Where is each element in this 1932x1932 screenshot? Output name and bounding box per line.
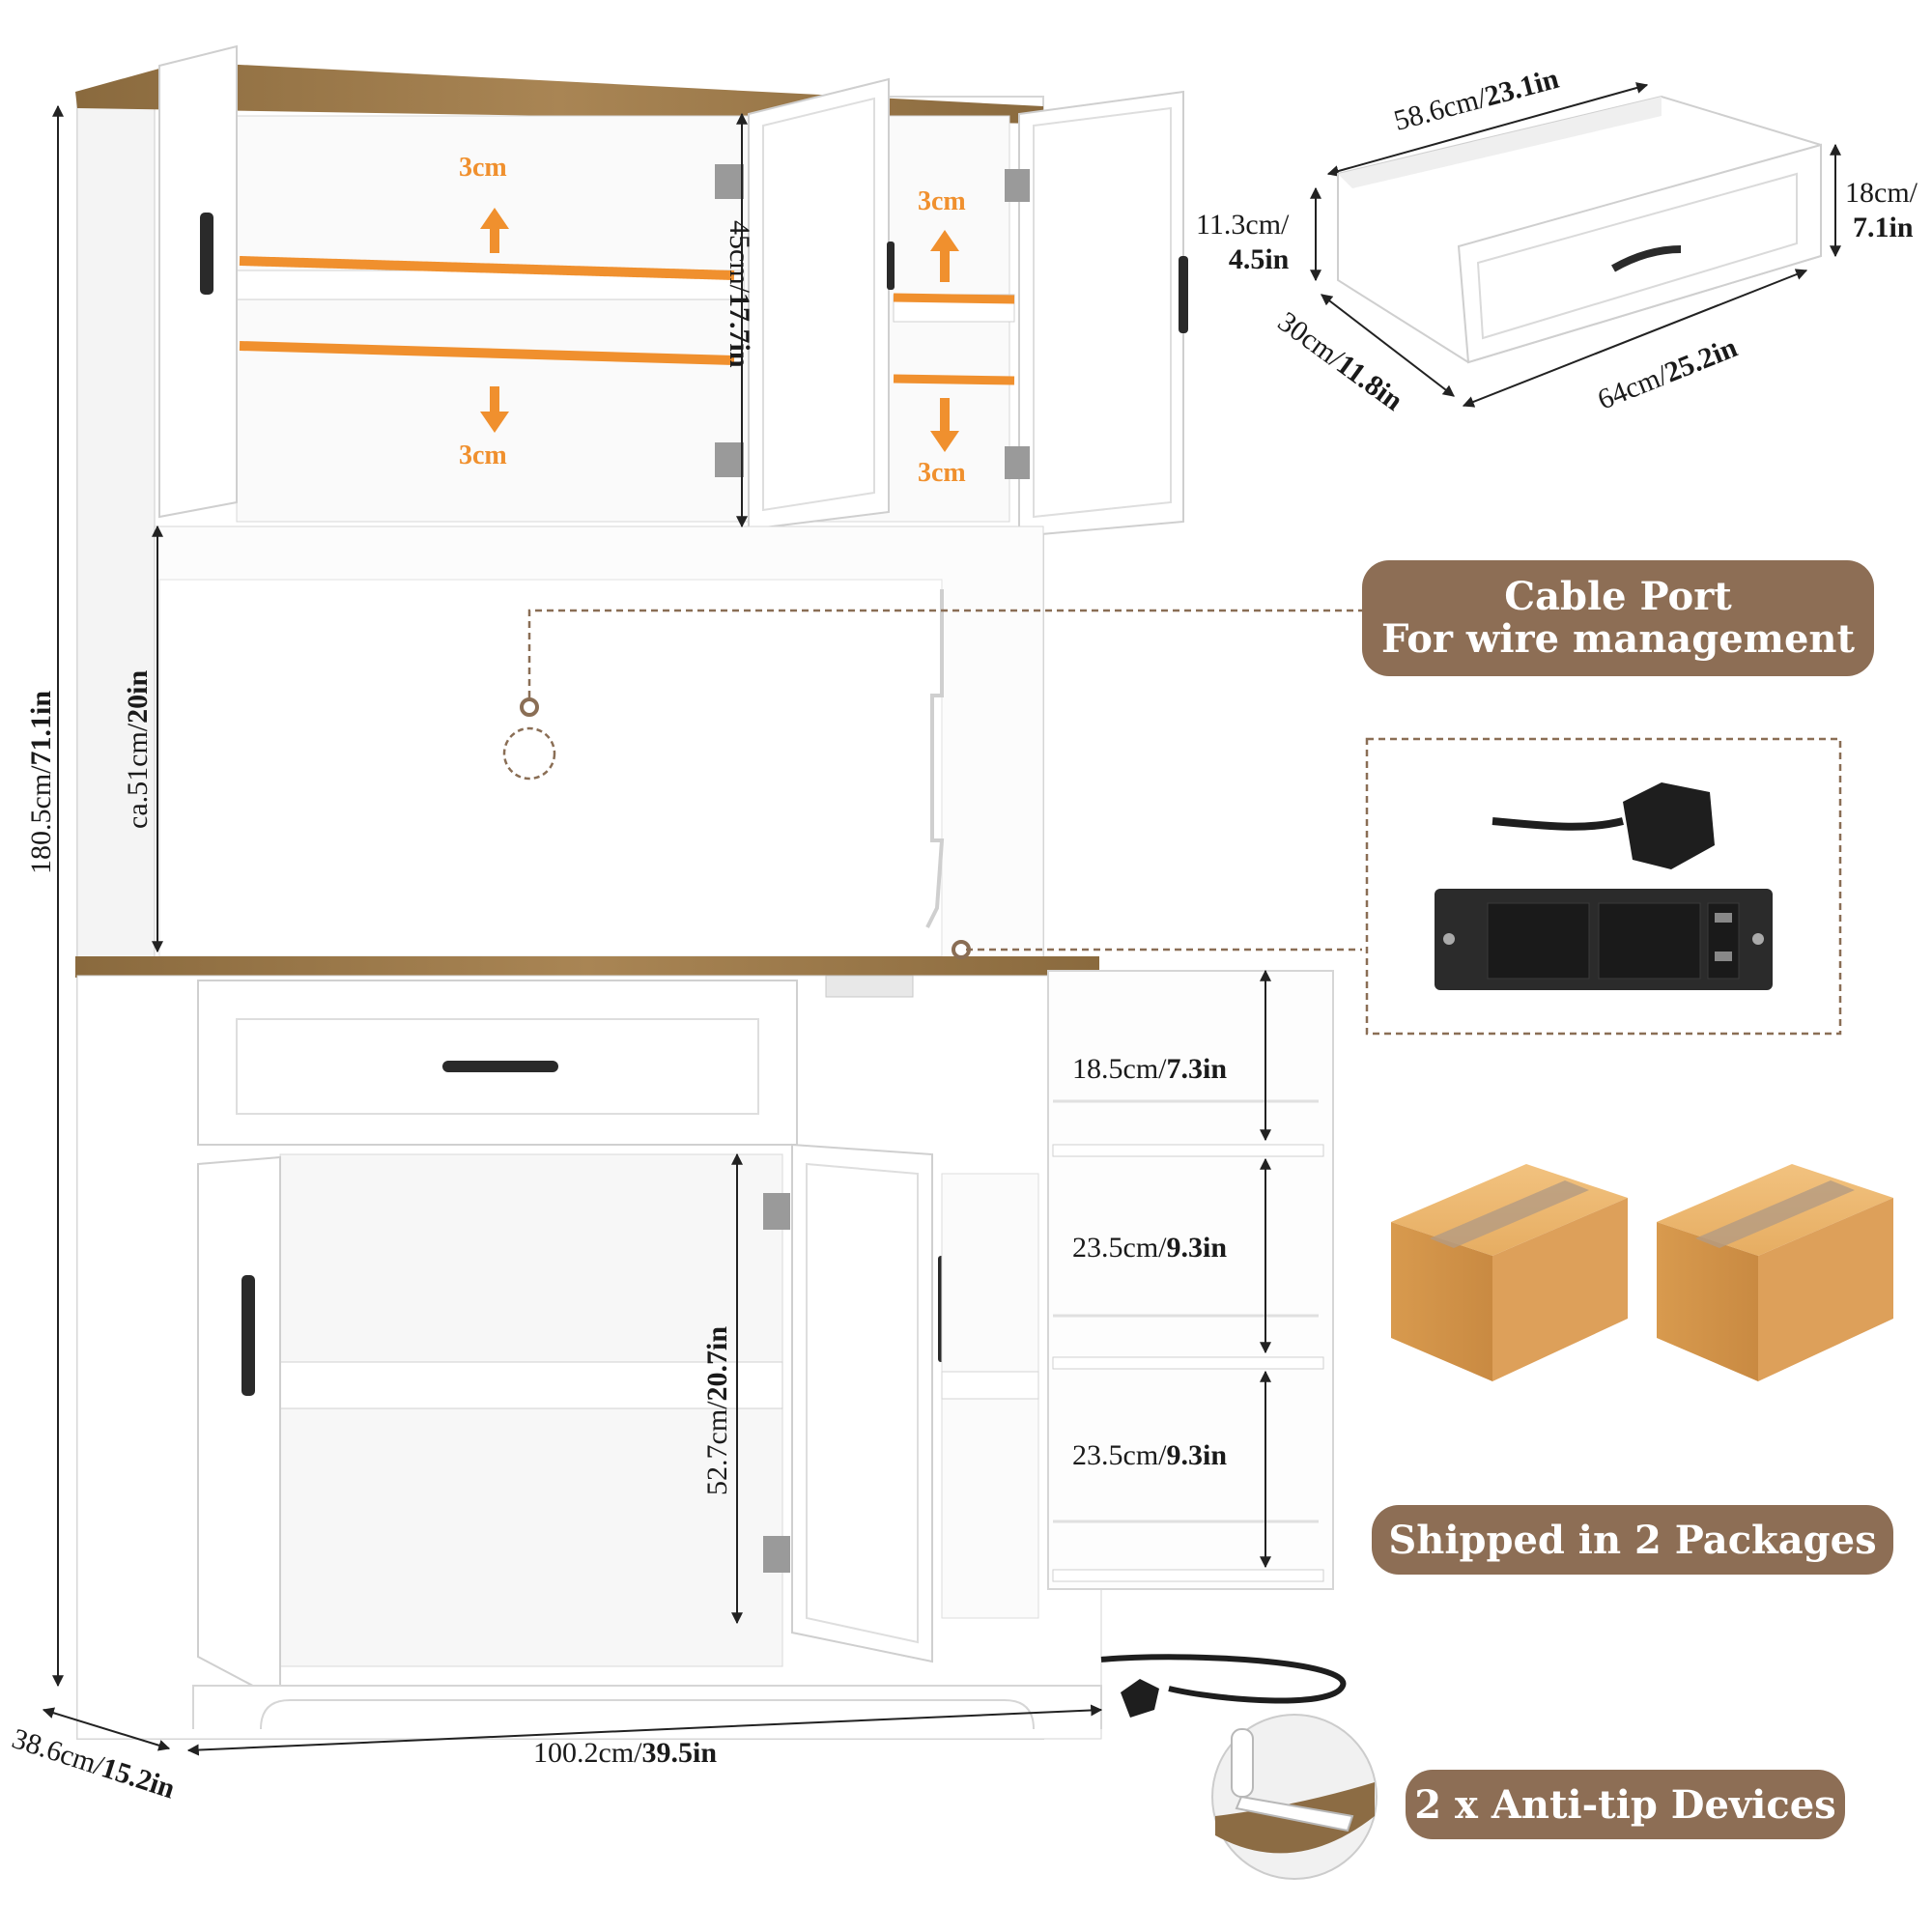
shelf-adjust-right-up: 3cm — [918, 186, 966, 216]
arrow-down-icon — [480, 386, 509, 433]
hinge-icon — [1005, 169, 1030, 202]
side-shelf-unit — [1047, 970, 1334, 1590]
lower-shelf — [279, 1361, 783, 1409]
upper-left-door — [158, 44, 238, 519]
anti-tip-badge: 2 x Anti-tip Devices — [1406, 1770, 1845, 1839]
side-shelf-top-label: 18.5cm/7.3in — [1072, 1053, 1228, 1085]
side-shelf-bottom-label: 23.5cm/9.3in — [1072, 1439, 1228, 1471]
usb-icon — [1715, 952, 1732, 961]
hinge-icon — [763, 1536, 790, 1573]
lower-right-door — [791, 1143, 933, 1663]
width-label: 100.2cm/39.5in — [533, 1737, 718, 1769]
shelf-adjust-bar — [239, 256, 735, 280]
shelf-adjust-left-down: 3cm — [459, 440, 507, 470]
arrow-up-icon — [930, 230, 959, 282]
shelf-adjust-bar — [239, 341, 735, 365]
callout-lines — [527, 609, 1842, 1036]
shelf-adjust-left-up: 3cm — [459, 153, 507, 183]
upper-height-label: 45cm/17.7in — [724, 220, 755, 368]
package-box-2 — [1657, 1164, 1893, 1381]
upper-middle-door — [748, 77, 890, 531]
cable-port-badge: Cable Port For wire management — [1362, 560, 1874, 676]
side-shelf-mid-label: 23.5cm/9.3in — [1072, 1232, 1228, 1264]
drawer-inner-height-label: 11.3cm/ 4.5in — [1196, 209, 1290, 275]
hinge-icon — [715, 164, 744, 199]
cable-port-hole — [502, 726, 556, 781]
package-box-1 — [1391, 1164, 1628, 1381]
door-handle — [200, 213, 213, 295]
plug-icon — [1623, 782, 1715, 869]
hinge-icon — [715, 442, 744, 477]
drawer-outer-height-label: 18cm/ 7.1in — [1845, 177, 1918, 243]
total-height-label: 180.5cm/71.1in — [25, 690, 57, 874]
cabinet — [75, 44, 1347, 1740]
drawer-handle — [442, 1061, 558, 1072]
counter-wood-slab — [75, 956, 1099, 978]
shelf-adjust-bar — [893, 374, 1015, 385]
dimension-lines — [42, 82, 1841, 1756]
shelf-adjust-bar — [893, 293, 1015, 304]
hinge-icon — [1005, 446, 1030, 479]
open-height-label: ca.51cm/20in — [122, 669, 154, 829]
shipped-badge: Shipped in 2 Packages — [1372, 1505, 1893, 1575]
arrow-down-icon — [930, 398, 959, 452]
arrow-up-icon — [480, 208, 509, 253]
usb-icon — [1715, 913, 1732, 923]
power-strip-illustration — [1435, 782, 1773, 990]
door-handle — [242, 1275, 255, 1396]
anti-tip-device-illustration — [1211, 1714, 1378, 1880]
lower-height-label: 52.7cm/20.7in — [701, 1325, 733, 1495]
lower-left-door — [197, 1155, 281, 1702]
plug-icon — [1121, 1679, 1159, 1718]
upper-right-door — [1018, 90, 1184, 538]
drawer-illustration — [1337, 95, 1822, 364]
shelf-adjust-right-down: 3cm — [918, 458, 966, 488]
door-handle — [1179, 256, 1188, 333]
hinge-icon — [763, 1193, 790, 1230]
